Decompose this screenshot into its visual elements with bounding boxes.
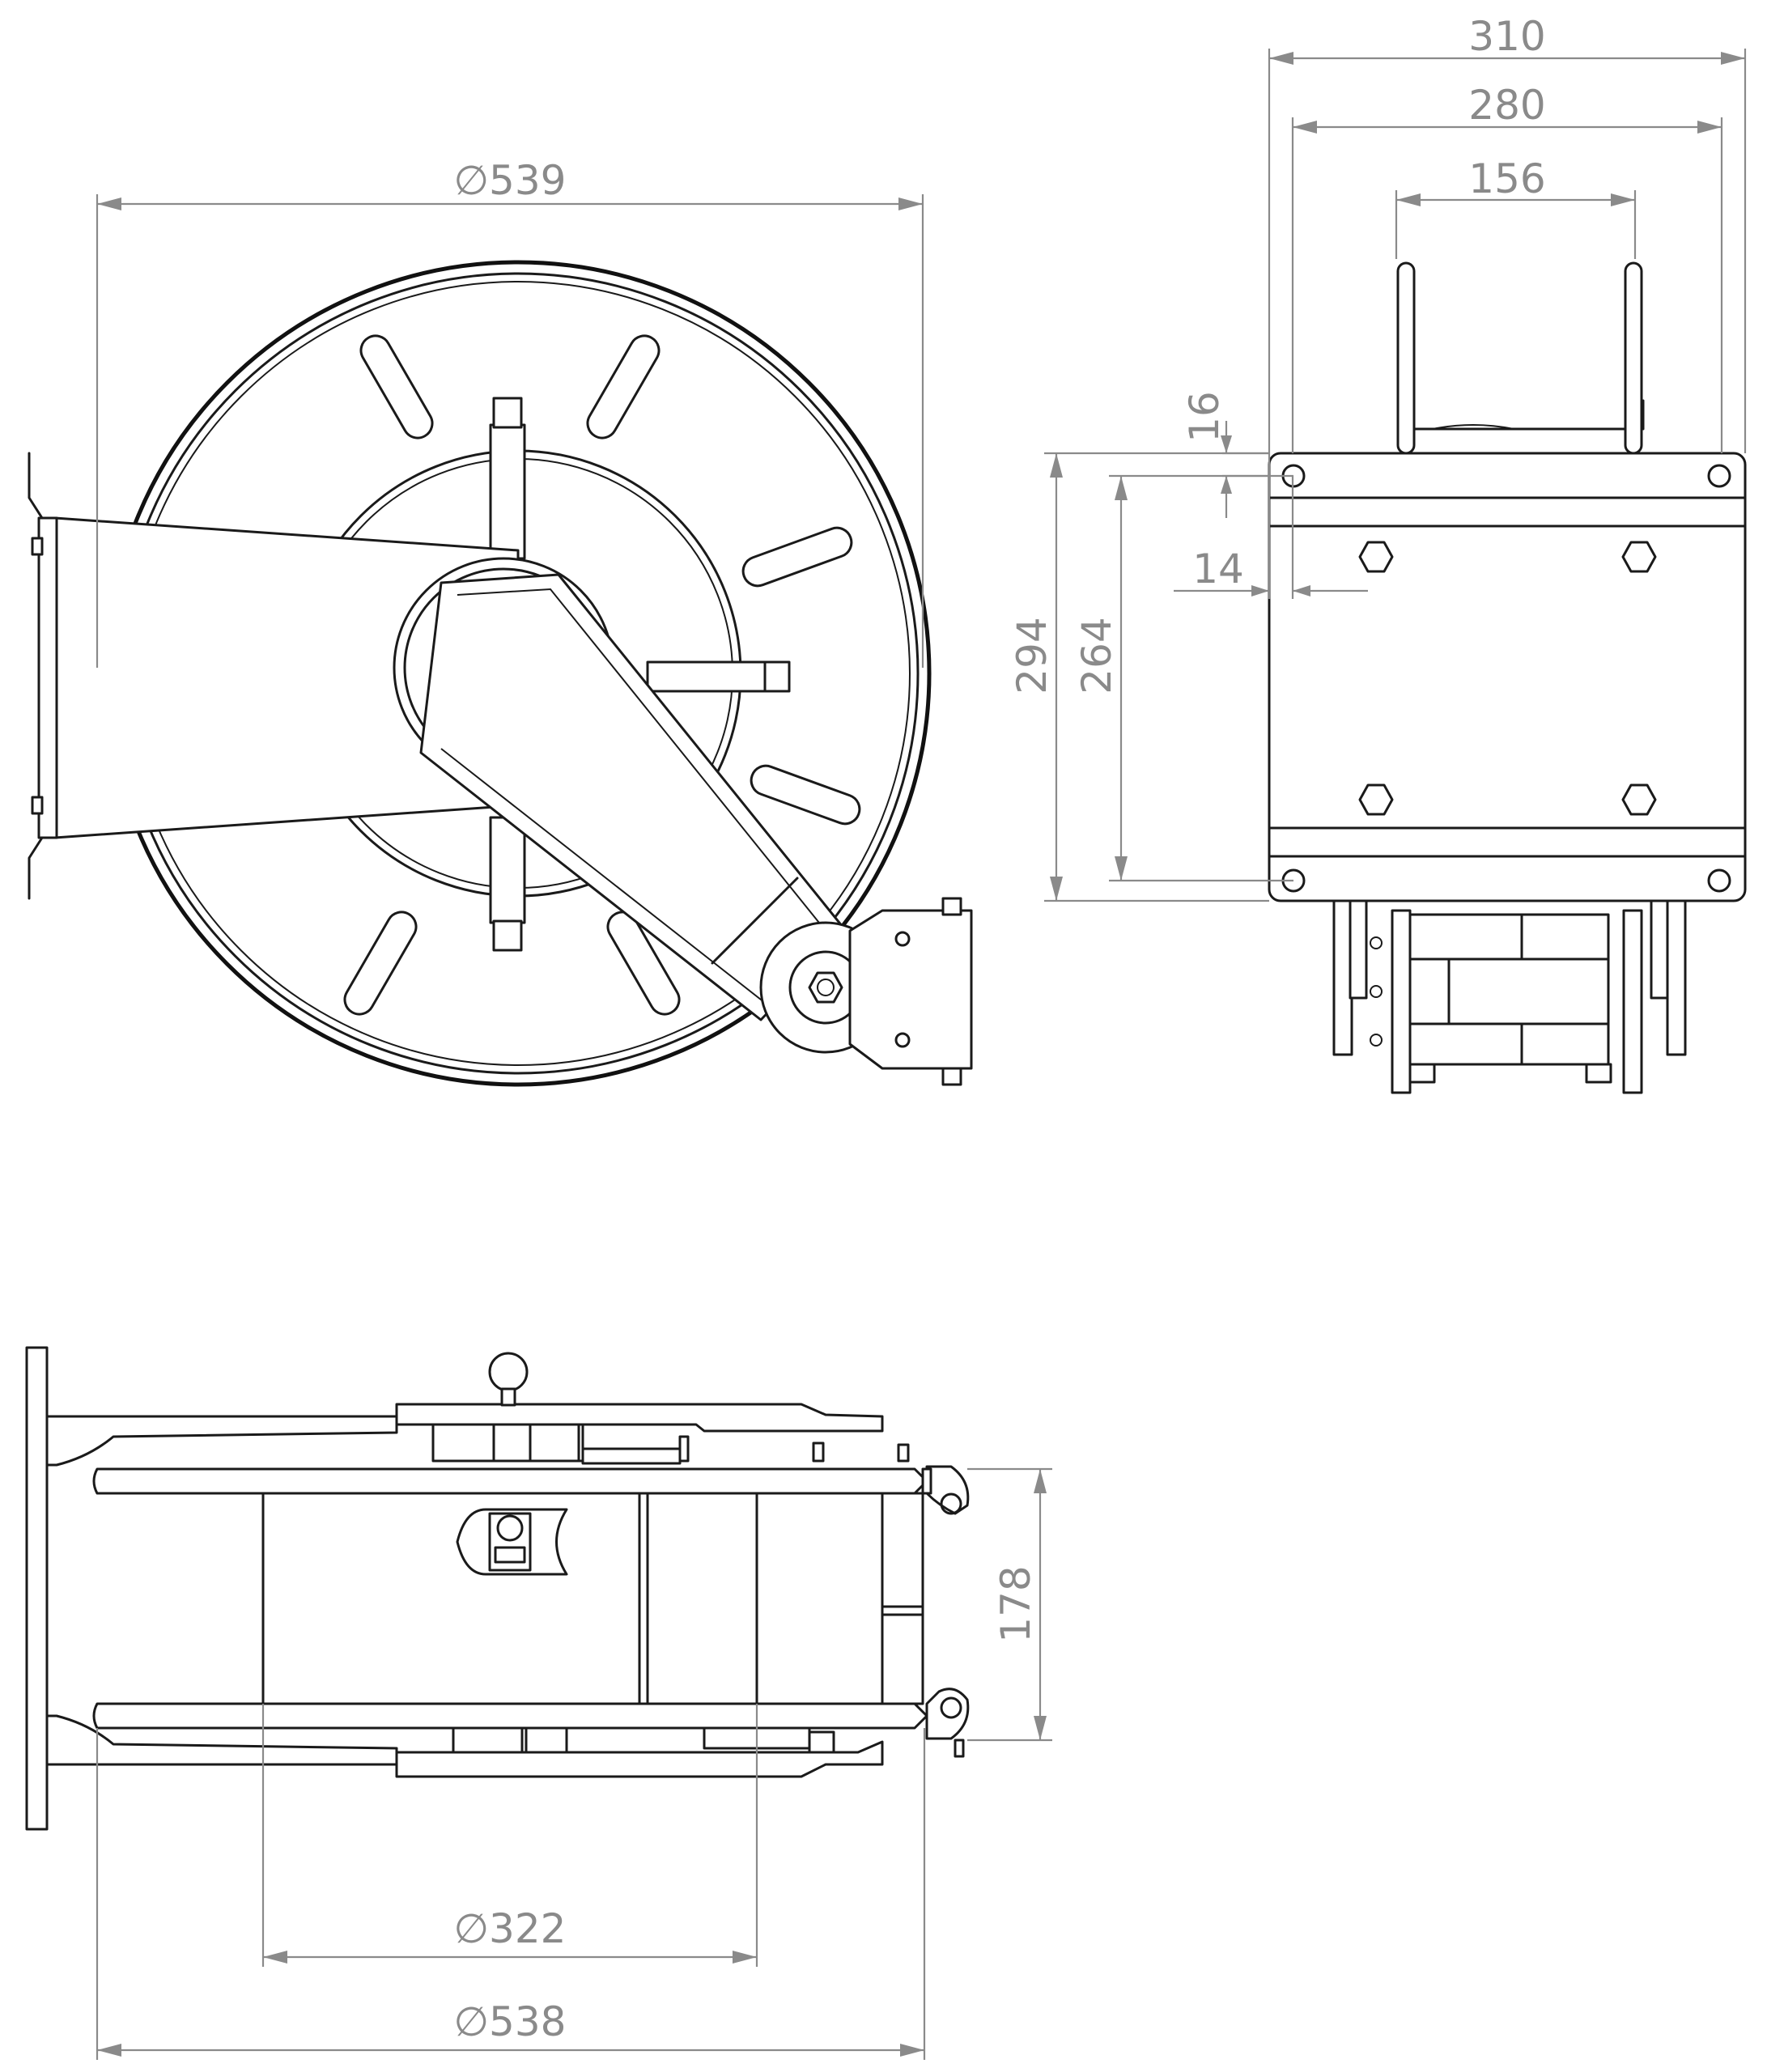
reel-posts bbox=[489, 397, 791, 952]
dimension-side-156: 156 bbox=[1395, 155, 1637, 259]
dimension-front-diameter: ∅539 bbox=[96, 157, 924, 668]
drum-body bbox=[261, 1492, 884, 1705]
bottom-view: 178 ∅322 ∅538 bbox=[25, 1346, 1052, 2060]
front-view: ∅539 bbox=[28, 157, 973, 1087]
crank-knob bbox=[488, 1352, 529, 1392]
dim-294-label: 294 bbox=[1009, 617, 1056, 694]
guide-rollers bbox=[921, 1465, 970, 1758]
right-arm bbox=[1624, 261, 1643, 455]
wall-plate bbox=[25, 1346, 49, 1831]
dimension-bottom-disc: ∅538 bbox=[96, 1728, 926, 2060]
hose-guide-bracket bbox=[848, 897, 973, 1086]
side-lower-assembly bbox=[1332, 899, 1687, 1094]
dimension-side-14: 14 bbox=[1174, 453, 1368, 599]
dim-280-label: 280 bbox=[1468, 82, 1545, 129]
side-view: 310 280 156 16 bbox=[1009, 13, 1747, 1094]
swing-arm bbox=[419, 573, 892, 1054]
reel-slots bbox=[343, 334, 861, 1016]
dim-322-label: ∅322 bbox=[454, 1905, 567, 1952]
dim-156-label: 156 bbox=[1468, 155, 1545, 202]
dim-310-label: 310 bbox=[1468, 13, 1545, 60]
plate-bolts bbox=[1358, 541, 1657, 816]
dimension-bottom-178: 178 bbox=[967, 1467, 1052, 1742]
dim-178-label: 178 bbox=[992, 1565, 1039, 1642]
top-disc bbox=[92, 1467, 928, 1495]
dimension-bottom-drum: ∅322 bbox=[261, 1704, 758, 1967]
dim-16-label: 16 bbox=[1181, 391, 1228, 443]
dim-14-label: 14 bbox=[1192, 546, 1244, 592]
bottom-disc bbox=[92, 1702, 928, 1730]
dimension-side-310: 310 bbox=[1268, 13, 1747, 453]
inlet-fitting bbox=[456, 1508, 568, 1576]
dim-front-diameter-label: ∅539 bbox=[454, 157, 567, 204]
dimension-side-280: 280 bbox=[1291, 82, 1723, 453]
dimension-side-16: 16 bbox=[1181, 391, 1269, 518]
mounting-plate bbox=[1268, 452, 1747, 902]
dimension-side-264: 264 bbox=[1073, 474, 1293, 882]
left-arm bbox=[1396, 261, 1416, 455]
mounting-bracket bbox=[28, 452, 520, 900]
dim-538-label: ∅538 bbox=[454, 1998, 567, 2045]
dimension-side-294: 294 bbox=[1009, 452, 1269, 902]
dim-264-label: 264 bbox=[1073, 617, 1120, 694]
